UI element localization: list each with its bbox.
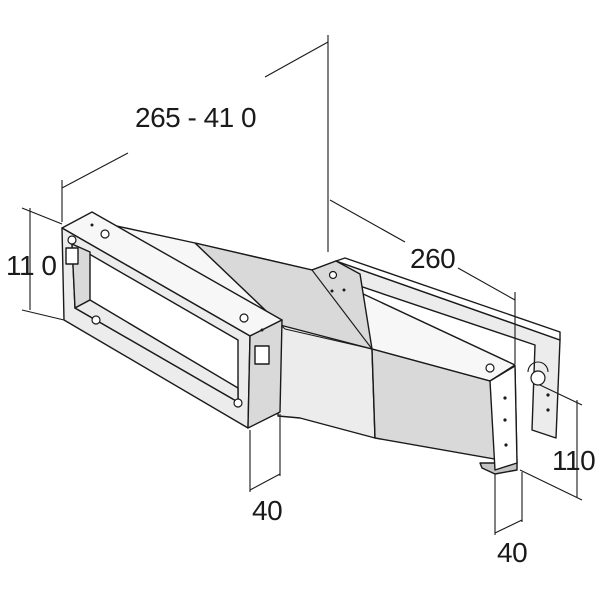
screw-hole-icon bbox=[100, 229, 110, 239]
dimension-right-height: 110 bbox=[552, 445, 595, 476]
dimension-length-range: 265 - 41 0 bbox=[135, 102, 256, 133]
screw-hole-icon bbox=[239, 313, 249, 323]
screw-hole-icon bbox=[67, 235, 77, 245]
dimension-left-width: 40 bbox=[252, 495, 282, 526]
dimension-top-depth: 260 bbox=[410, 243, 455, 274]
left-frame-box bbox=[61, 211, 283, 429]
screw-hole-icon bbox=[91, 315, 101, 325]
dimension-left-height: 11 0 bbox=[6, 250, 56, 281]
screw-hole-icon bbox=[328, 270, 338, 280]
mounting-hole-icon bbox=[530, 370, 546, 386]
clip-icon bbox=[65, 247, 79, 265]
right-outlet-end bbox=[328, 270, 518, 471]
screw-hole-icon bbox=[485, 363, 495, 373]
clip-icon bbox=[254, 345, 270, 365]
dimension-lines bbox=[21, 35, 583, 535]
screw-hole-icon bbox=[233, 398, 243, 408]
dimension-right-width: 40 bbox=[497, 537, 527, 568]
